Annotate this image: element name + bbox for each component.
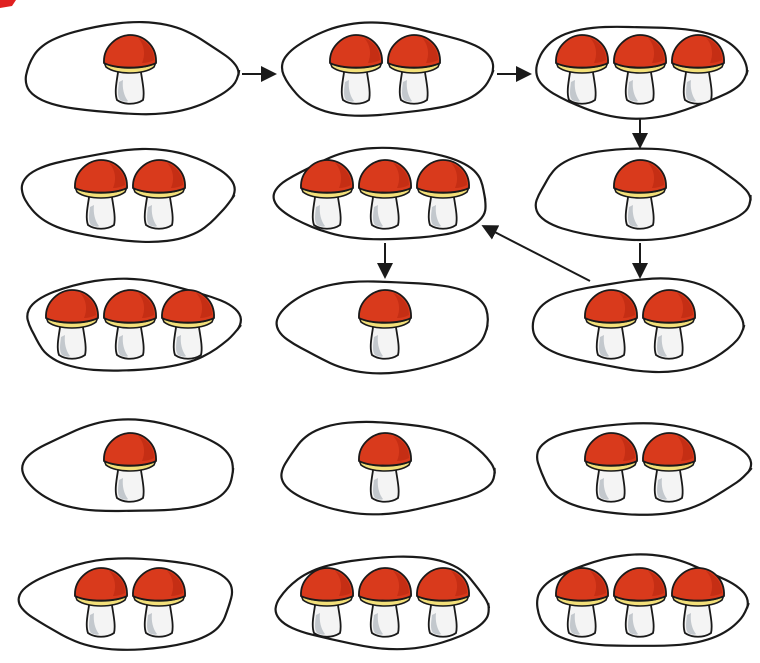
mushroom-icon [46,290,98,359]
mushroom-icon [614,35,666,104]
mushroom-icon [330,35,382,104]
group-cell [22,419,233,511]
corner-mark [0,0,16,8]
mushroom-icon [556,35,608,104]
group-outline [22,149,235,242]
mushroom-icon [359,568,411,637]
mushroom-icon [301,568,353,637]
mushroom-icon [672,568,724,637]
group-cell [19,558,232,649]
mushroom-icon [359,290,411,359]
arrow [485,227,590,281]
mushroom-icon [417,568,469,637]
mushroom-icon [585,433,637,502]
group-outline [533,278,745,372]
mushroom-icon [104,35,156,104]
mushroom-icon [162,290,214,359]
mushroom-icon [301,160,353,229]
mushroom-icon [643,290,695,359]
mushroom-icon [643,433,695,502]
mushroom-icon [417,160,469,229]
mushroom-icon [133,160,185,229]
group-outline [282,22,493,115]
mushroom-icon [614,568,666,637]
cells-layer [19,22,752,650]
group-outline [19,558,232,649]
group-cell [533,278,745,372]
mushroom-icon [672,35,724,104]
mushroom-icon [359,433,411,502]
group-outline [537,423,752,514]
group-cell [26,22,239,114]
group-cell [537,554,749,645]
group-cell [274,148,486,239]
mushroom-icon [359,160,411,229]
mushroom-icon [388,35,440,104]
group-cell [537,423,752,514]
group-cell [277,281,488,373]
mushroom-icon [104,290,156,359]
group-cell [536,27,747,119]
group-cell [27,279,241,371]
mushroom-icon [614,160,666,229]
group-cell [536,149,751,240]
group-cell [22,149,235,242]
mushroom-icon [75,160,127,229]
mushroom-icon [104,433,156,502]
mushroom-icon [556,568,608,637]
group-cell [276,557,489,650]
mushroom-icon [585,290,637,359]
mushroom-icon [75,568,127,637]
group-cell [281,422,494,514]
mushroom-icon [133,568,185,637]
group-cell [282,22,493,115]
